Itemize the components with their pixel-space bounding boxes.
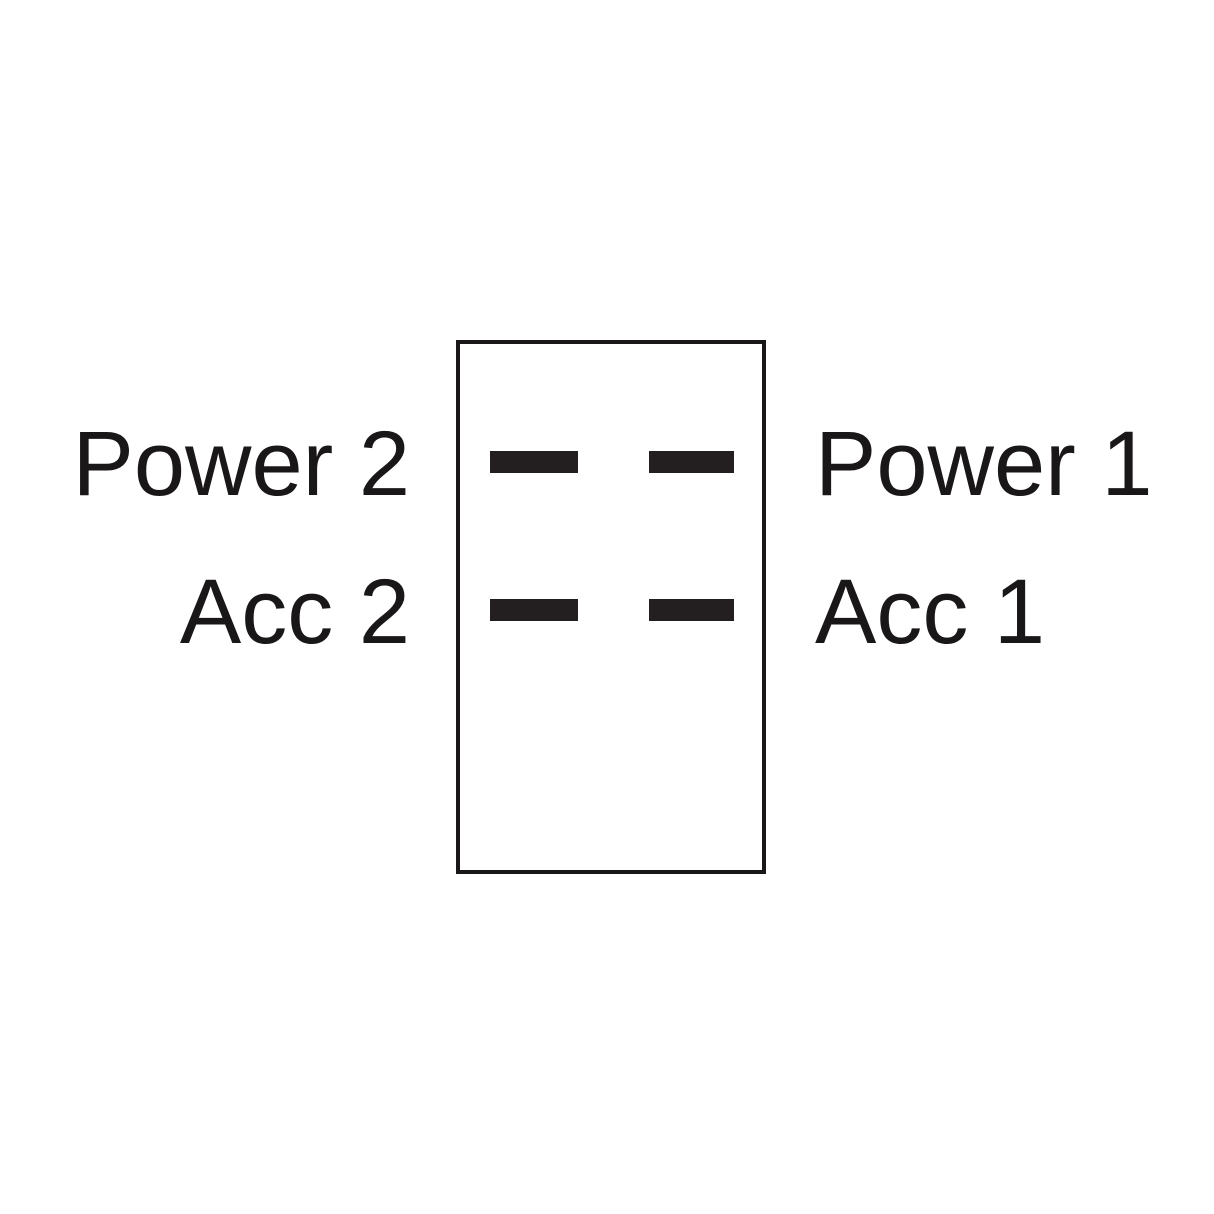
terminal-label-power-1: Power 1: [815, 413, 1153, 515]
terminal-label-acc-1: Acc 1: [815, 561, 1046, 663]
terminal-bar-power-2: [490, 451, 578, 473]
terminal-bar-acc-2: [490, 599, 578, 621]
terminal-label-power-2: Power 2: [72, 413, 411, 515]
terminal-bar-acc-1: [649, 599, 734, 621]
terminal-label-acc-2: Acc 2: [179, 561, 410, 663]
terminal-bar-power-1: [649, 451, 734, 473]
